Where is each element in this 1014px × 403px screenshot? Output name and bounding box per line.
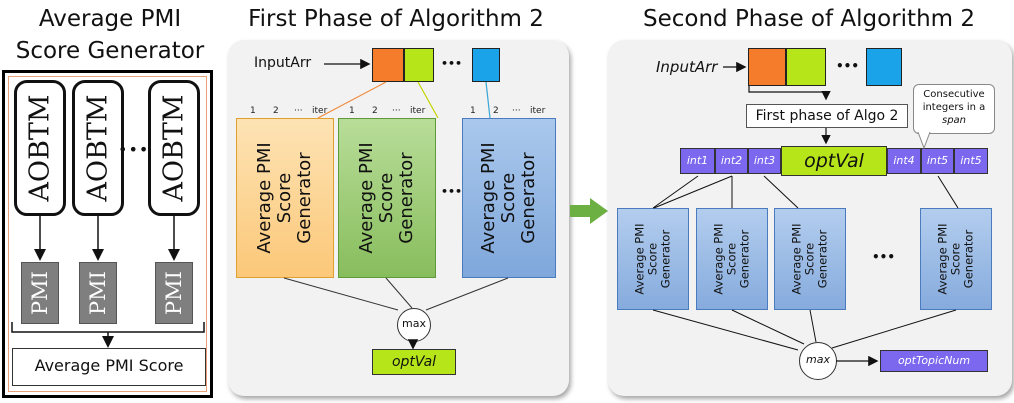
iter-label-2a: 2 xyxy=(273,106,279,116)
right-input-ellipsis: ••• xyxy=(836,59,860,73)
iter-label-iterb: iter xyxy=(410,106,426,116)
middle-max-node: max xyxy=(397,308,431,342)
int-box-int5a: int5 xyxy=(921,148,954,174)
pmi-box-3: PMI xyxy=(155,262,193,324)
right-connectors xyxy=(652,61,959,367)
first-phase-box: First phase of Algo 2 xyxy=(746,104,908,128)
left-ellipsis: ••• xyxy=(118,140,150,159)
iter-label-itera: iter xyxy=(312,106,328,116)
int-box-int1: int1 xyxy=(680,148,715,174)
iter-label-dotsa: ··· xyxy=(294,106,303,116)
middle-input-ellipsis: ••• xyxy=(441,57,463,70)
left-connectors xyxy=(11,216,205,348)
right-input-cell-blue xyxy=(866,48,902,86)
right-optval-box: optVal xyxy=(781,146,887,176)
iter-label-1a: 1 xyxy=(250,106,256,116)
opt-topic-num-output: optTopicNum xyxy=(880,350,988,372)
left-panel-inner-border xyxy=(8,76,207,392)
input-cell-blue xyxy=(472,48,500,82)
iter-label-iterc: iter xyxy=(530,106,546,116)
iter-label-2b: 2 xyxy=(372,106,378,116)
int-box-int5b: int5 xyxy=(954,148,988,174)
right-title: Second Phase of Algorithm 2 xyxy=(642,6,975,32)
aobtm-box-3: AOBTM xyxy=(148,80,200,216)
iter-label-1c: 1 xyxy=(470,106,476,116)
middle-connectors xyxy=(283,58,509,350)
input-cell-orange xyxy=(372,48,404,82)
left-title-line1: Average PMI xyxy=(38,6,182,32)
right-max-node: max xyxy=(799,342,837,380)
phase-transition-arrow-icon xyxy=(570,198,608,224)
middle-optval-output: optVal xyxy=(372,349,456,375)
iter-label-dotsb: ··· xyxy=(392,106,401,116)
pmi-box-1: PMI xyxy=(21,262,59,324)
right-input-cell-lime xyxy=(786,48,826,86)
int-box-int3: int3 xyxy=(748,148,781,174)
iter-label-1b: 1 xyxy=(349,106,355,116)
right-input-cell-orange xyxy=(748,48,786,86)
iter-label-2c: 2 xyxy=(493,106,499,116)
middle-title: First Phase of Algorithm 2 xyxy=(248,6,544,32)
right-generator-ellipsis: ••• xyxy=(872,250,896,264)
input-cell-lime xyxy=(404,48,434,82)
pmi-box-2: PMI xyxy=(79,262,117,324)
iter-label-dotsc: ··· xyxy=(512,106,521,116)
middle-input-label: InputArr xyxy=(254,55,312,71)
average-pmi-score-box: Average PMI Score xyxy=(12,348,206,386)
aobtm-box-2: AOBTM xyxy=(72,80,124,216)
int-box-int4: int4 xyxy=(887,148,921,174)
int-box-int2: int2 xyxy=(715,148,748,174)
aobtm-box-1: AOBTM xyxy=(14,80,66,216)
right-input-label: InputArr xyxy=(656,58,718,76)
left-title-line2: Score Generator xyxy=(15,38,205,64)
middle-generator-ellipsis: ••• xyxy=(441,185,463,198)
consecutive-integers-callout: Consecutive integers in a span xyxy=(913,84,995,134)
